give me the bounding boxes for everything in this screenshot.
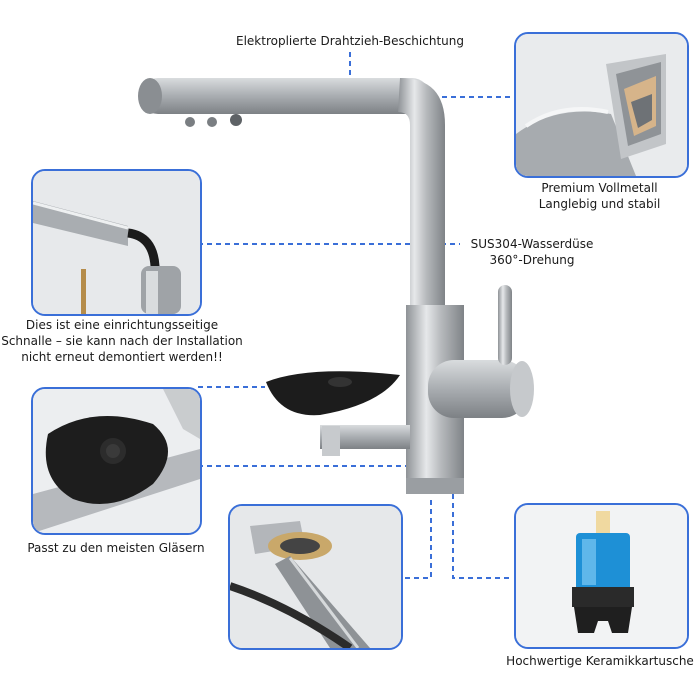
- spout-neck: [398, 78, 445, 305]
- caption-buckle-line3: nicht erneut demontiert werden!!: [21, 350, 223, 364]
- panel-hose-buckle: [31, 169, 202, 316]
- caption-premium-metal: Premium Vollmetall Langlebig und stabil: [514, 180, 685, 212]
- faucet-handle: [428, 360, 528, 418]
- caption-buckle-line1: Dies ist eine einrichtungsseitige: [25, 318, 219, 332]
- panel-hose-connection: [228, 504, 403, 650]
- caption-nozzle-line2: 360°-Drehung: [489, 253, 575, 267]
- handle-lever: [498, 285, 512, 365]
- hose-buckle-icon: [33, 171, 200, 314]
- metal-layers-icon: [516, 34, 687, 176]
- caption-cartridge: Hochwertige Keramikkartusche: [506, 654, 694, 668]
- panel-premium-metal: [514, 32, 689, 178]
- glass-rinser: [266, 371, 400, 416]
- spout-head: [140, 78, 430, 114]
- caption-premium-line1: Premium Vollmetall: [541, 181, 658, 195]
- caption-buckle-line2: Schnalle – sie kann nach der Installatio…: [1, 334, 243, 348]
- caption-buckle: Dies ist eine einrichtungsseitige Schnal…: [0, 317, 244, 365]
- caption-nozzle-line1: SUS304-Wasserdüse: [470, 237, 594, 251]
- connector-cartridge: [452, 395, 513, 579]
- panel-glass-rinser: [31, 387, 202, 535]
- glass-rinser-icon: [33, 389, 200, 533]
- hose-connection-icon: [230, 506, 401, 648]
- caption-nozzle: SUS304-Wasserdüse 360°-Drehung: [462, 236, 602, 268]
- caption-premium-line2: Langlebig und stabil: [538, 197, 661, 211]
- cartridge-icon: [516, 505, 687, 647]
- caption-glasses: Passt zu den meisten Gläsern: [27, 541, 205, 555]
- caption-coating: Elektroplierte Drahtzieh-Beschichtung: [236, 34, 464, 48]
- panel-ceramic-cartridge: [514, 503, 689, 649]
